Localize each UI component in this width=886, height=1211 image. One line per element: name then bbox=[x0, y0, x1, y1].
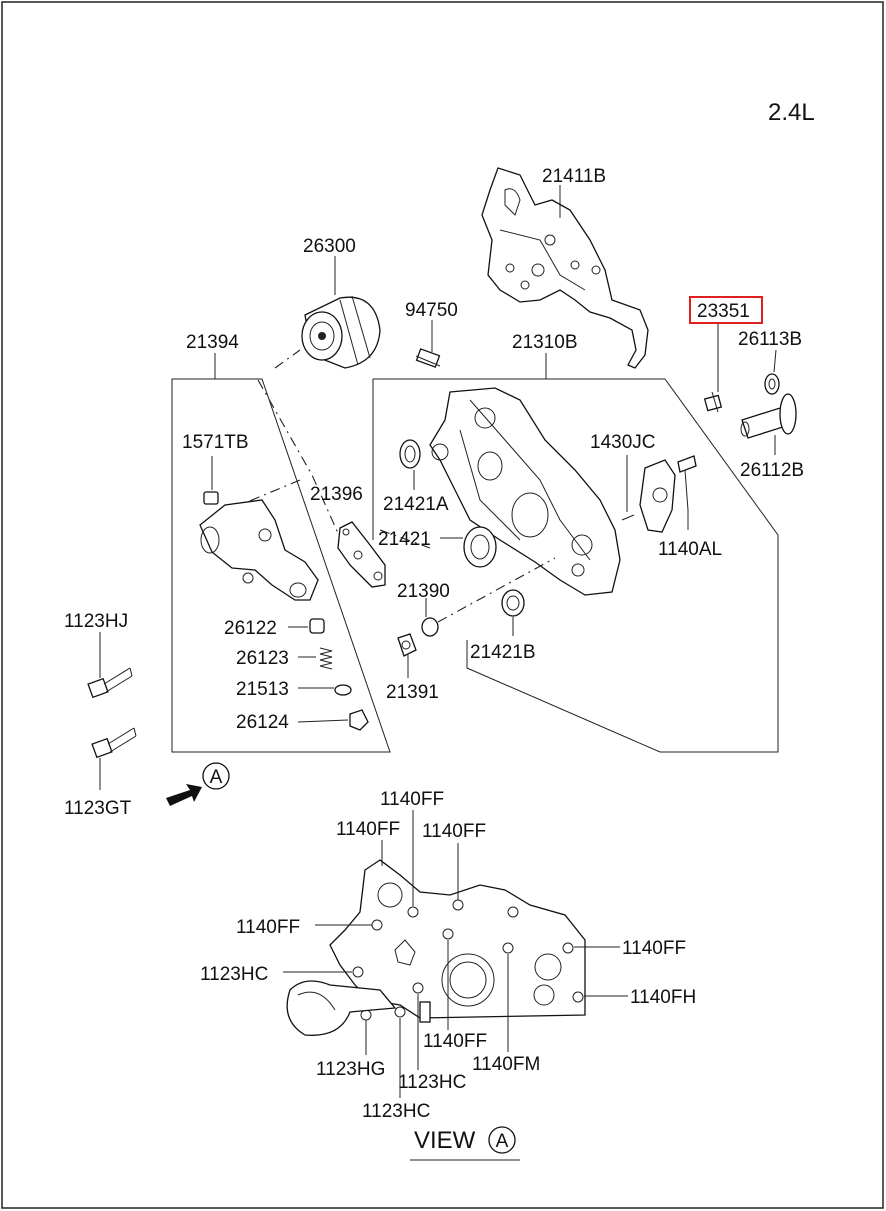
filter-housing-shape bbox=[199, 499, 319, 601]
view-label-ff-left-top: 1140FF bbox=[336, 819, 400, 840]
bolt-1123gt-shape bbox=[91, 727, 137, 759]
label-1430jc: 1430JC bbox=[590, 432, 656, 453]
label-21310b: 21310B bbox=[512, 332, 578, 353]
label-21513: 21513 bbox=[236, 679, 289, 700]
bolt-1123hj-shape bbox=[87, 667, 133, 699]
gear-26113b-shape bbox=[764, 373, 780, 395]
shaft-26112b-shape bbox=[740, 393, 797, 439]
pin-1430jc-shape bbox=[621, 514, 635, 521]
label-21394: 21394 bbox=[186, 332, 239, 353]
label-21421: 21421 bbox=[378, 529, 431, 550]
label-26112b: 26112B bbox=[740, 460, 804, 481]
view-label-ff-left: 1140FF bbox=[236, 917, 300, 938]
label-21390: 21390 bbox=[397, 581, 450, 602]
view-label-ff-right-top: 1140FF bbox=[422, 821, 486, 842]
engine-label: 2.4L bbox=[768, 99, 815, 126]
plug-1571tb-shape bbox=[203, 491, 219, 505]
view-label-hc-bottom1: 1123HC bbox=[398, 1072, 466, 1093]
seal-21421b-shape bbox=[501, 589, 525, 617]
label-1140al: 1140AL bbox=[658, 539, 722, 560]
label-26122: 26122 bbox=[224, 618, 277, 639]
view-label-ff-right: 1140FF bbox=[622, 938, 686, 959]
view-a-circle bbox=[202, 762, 230, 790]
label-1571tb: 1571TB bbox=[182, 432, 249, 453]
view-label-ff-bottom: 1140FF bbox=[423, 1031, 487, 1052]
label-26300: 26300 bbox=[303, 236, 356, 257]
seal-21421-shape bbox=[463, 526, 497, 568]
view-label-ff-top: 1140FF bbox=[380, 789, 444, 810]
view-a-title: VIEW bbox=[414, 1127, 476, 1154]
label-26123: 26123 bbox=[236, 648, 289, 669]
oring-21390-shape bbox=[421, 617, 439, 637]
bolt-94750-shape bbox=[415, 348, 441, 368]
label-23351: 23351 bbox=[697, 301, 750, 322]
cover-1140al-shape bbox=[639, 455, 697, 533]
label-21421b: 21421B bbox=[470, 642, 536, 663]
view-label-hg-bottom: 1123HG bbox=[316, 1059, 385, 1080]
view-label-hc-bottom2: 1123HC bbox=[362, 1101, 430, 1122]
plug-26122-shape bbox=[309, 618, 325, 634]
label-21411b: 21411B bbox=[542, 166, 606, 187]
view-a-title-circle bbox=[488, 1126, 516, 1154]
view-a-case-shape bbox=[286, 859, 586, 1036]
view-a-title-marker: A bbox=[496, 1131, 509, 1152]
front-case-21310b-shape bbox=[429, 387, 621, 596]
label-21396: 21396 bbox=[310, 484, 363, 505]
view-label-fh-right: 1140FH bbox=[630, 987, 696, 1008]
gasket-21411b-shape bbox=[481, 167, 649, 369]
label-21421a: 21421A bbox=[383, 494, 449, 515]
view-a-arrow-icon bbox=[166, 784, 202, 806]
gasket-21396-shape bbox=[337, 521, 386, 588]
ring-21513-shape bbox=[334, 684, 352, 696]
label-94750: 94750 bbox=[405, 300, 458, 321]
label-21391: 21391 bbox=[386, 682, 439, 703]
oil-filter-26300-shape bbox=[301, 295, 381, 369]
bolt-23351-shape bbox=[703, 391, 723, 413]
cap-26124-shape bbox=[349, 709, 369, 731]
label-26124: 26124 bbox=[236, 712, 289, 733]
view-label-fm-bottom: 1140FM bbox=[472, 1054, 540, 1075]
view-a-marker-label: A bbox=[210, 767, 223, 788]
label-1123hj: 1123HJ bbox=[64, 611, 128, 632]
seal-21421a-shape bbox=[399, 439, 421, 469]
label-26113b: 26113B bbox=[738, 329, 802, 350]
plug-21391-shape bbox=[397, 633, 417, 657]
label-1123gt: 1123GT bbox=[64, 798, 132, 819]
spring-26123-shape bbox=[319, 647, 333, 670]
view-label-hc-left: 1123HC bbox=[200, 964, 268, 985]
highlight-box-23351[interactable] bbox=[689, 296, 763, 324]
